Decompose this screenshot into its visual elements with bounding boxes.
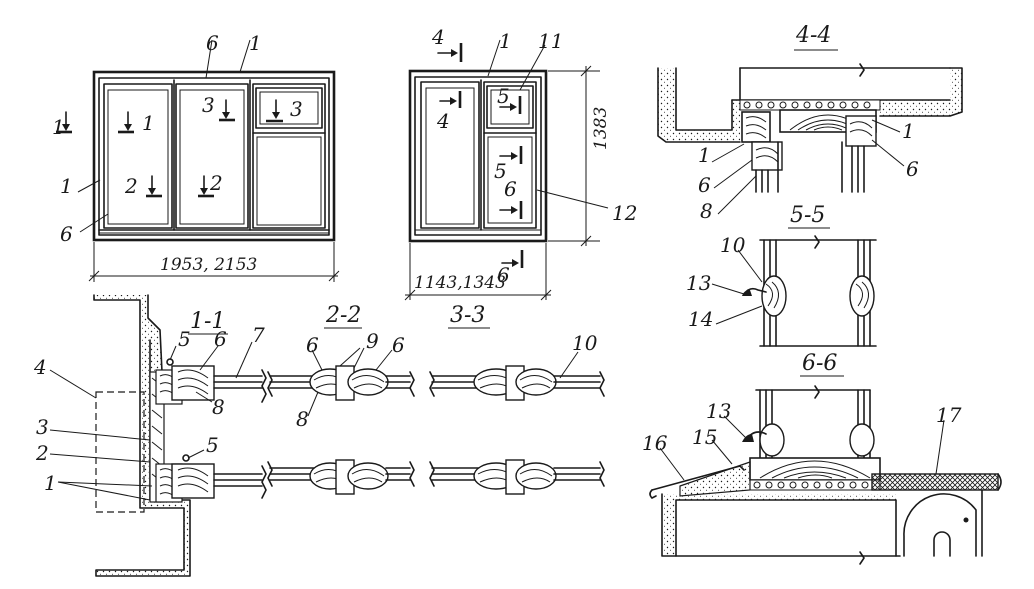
label-8: 8 — [296, 407, 309, 431]
label-10: 10 — [720, 233, 746, 257]
label-4: 4 — [431, 25, 445, 49]
label-16: 16 — [642, 431, 668, 455]
label-5: 5 — [206, 433, 219, 457]
label-13: 13 — [706, 399, 731, 423]
label-6: 6 — [392, 333, 405, 357]
section-2-2-upper — [267, 365, 415, 401]
section-2-2-leaders — [307, 347, 393, 417]
section-6-6-leaders — [659, 415, 945, 481]
label-5: 5 — [494, 159, 507, 183]
dimension-width-a: 1953, 2153 — [88, 242, 340, 282]
label-6: 6 — [214, 327, 227, 351]
label-9: 9 — [366, 329, 379, 353]
label-7: 7 — [252, 323, 265, 347]
label-5: 5 — [178, 327, 191, 351]
label-6: 6 — [497, 263, 510, 287]
label-6: 6 — [206, 31, 219, 55]
section-3-3-upper — [429, 365, 605, 401]
section-1-1-leaders — [49, 341, 253, 501]
section-6-6-detail — [649, 385, 1002, 565]
section-title-3-3: 3-3 — [450, 303, 485, 328]
label-14: 14 — [688, 307, 713, 331]
label-17: 17 — [936, 403, 962, 427]
label-11: 11 — [538, 29, 563, 53]
label-4: 4 — [33, 355, 47, 379]
label-1: 1 — [499, 29, 512, 53]
section-4-4-wall — [657, 63, 963, 193]
section-5-5-leaders — [711, 249, 763, 325]
label-2: 2 — [124, 174, 138, 198]
label-2: 2 — [35, 441, 49, 465]
section-title-4-4: 4-4 — [795, 23, 831, 48]
dimension-text-1143-1343: 1143,1343 — [414, 273, 506, 293]
section-title-1-1: 1-1 — [190, 309, 225, 334]
dimension-text-1953-2153: 1953, 2153 — [160, 255, 257, 275]
section-title-2-2: 2-2 — [325, 303, 361, 328]
section-title-5-5: 5-5 — [790, 203, 825, 228]
label-1: 1 — [249, 31, 262, 55]
elevation-window-b — [408, 69, 548, 243]
label-1: 1 — [902, 119, 915, 143]
label-1: 1 — [44, 471, 57, 495]
label-6: 6 — [698, 173, 711, 197]
elevation-b-section-marks — [437, 43, 524, 268]
label-12: 12 — [612, 201, 637, 225]
dimension-b: 1143,1343 1383 — [404, 65, 611, 301]
label-1: 1 — [698, 143, 711, 167]
elevation-a-leaders — [77, 39, 251, 233]
label-8: 8 — [700, 199, 713, 223]
elevation-a-section-marks — [56, 99, 283, 198]
label-2: 2 — [209, 171, 223, 195]
label-3: 3 — [202, 93, 215, 117]
section-title-6-6: 6-6 — [802, 351, 837, 376]
section-3-3-lower — [429, 459, 605, 495]
label-3: 3 — [36, 415, 49, 439]
label-6: 6 — [306, 333, 319, 357]
label-6: 6 — [504, 177, 517, 201]
elevation-b-leaders — [487, 39, 609, 209]
label-6: 6 — [60, 222, 73, 246]
label-10: 10 — [572, 331, 598, 355]
elevation-window-a — [92, 70, 336, 242]
section-4-4-leaders — [711, 119, 905, 215]
label-5: 5 — [497, 84, 510, 108]
label-3: 3 — [290, 97, 303, 121]
label-4: 4 — [436, 109, 450, 133]
label-6: 6 — [906, 157, 919, 181]
section-2-2-lower — [267, 459, 415, 495]
label-15: 15 — [692, 425, 717, 449]
label-1: 1 — [52, 115, 65, 139]
label-8: 8 — [212, 395, 225, 419]
section-5-5-detail — [742, 235, 877, 347]
dimension-text-1383: 1383 — [591, 107, 611, 150]
label-1: 1 — [60, 174, 73, 198]
section-1-1-wall — [93, 294, 267, 577]
label-13: 13 — [686, 271, 711, 295]
label-1: 1 — [142, 111, 155, 135]
